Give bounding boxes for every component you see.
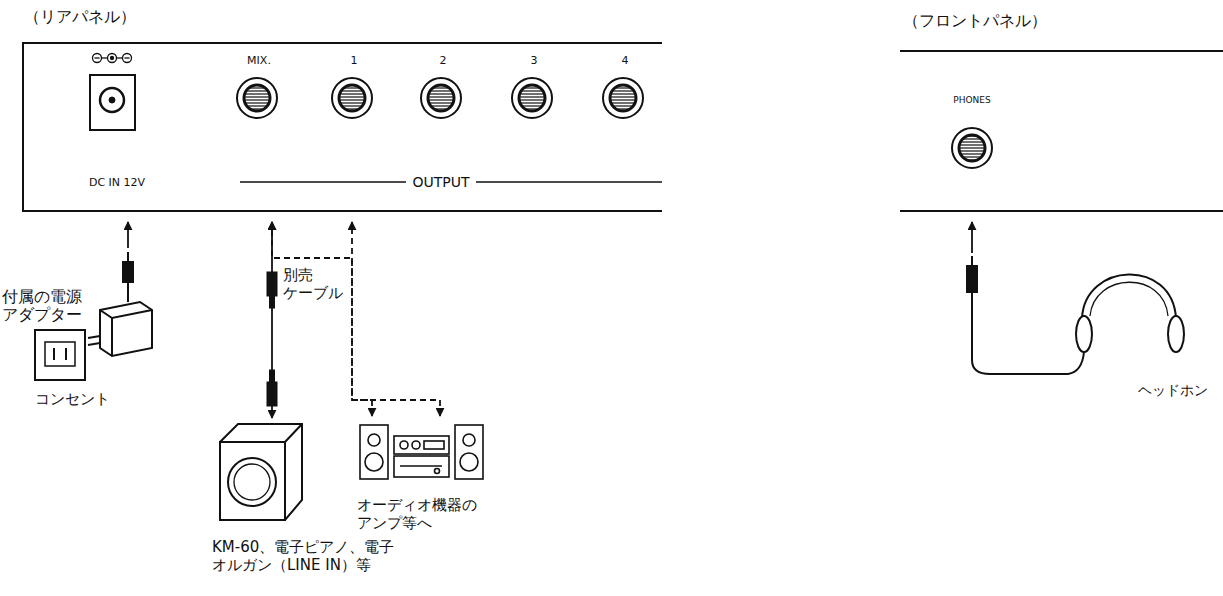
- output-jack-label: 1: [319, 52, 389, 70]
- phones-jack-label: PHONES: [940, 91, 1004, 109]
- cable-connector: [971, 222, 973, 253]
- cable-connector: [272, 222, 372, 416]
- output-jack: 3: [499, 52, 569, 128]
- phones-jack: PHONES: [940, 82, 1004, 176]
- dc-jack: [90, 75, 135, 130]
- output-jack: 1: [319, 52, 389, 128]
- output-jack-label: 2: [408, 52, 478, 70]
- headphones: ヘッドホン: [955, 255, 1217, 405]
- wall-outlet-label: コンセント: [35, 390, 145, 408]
- wall-outlet: コンセント: [30, 326, 145, 416]
- headphones: [967, 256, 1184, 374]
- audio-system-label: オーディオ機器の アンプ等へ: [357, 496, 490, 532]
- headphones-label: ヘッドホン: [1138, 381, 1216, 399]
- front-panel: （フロントパネル）PHONES: [900, 50, 1223, 212]
- output-jack-label: 3: [499, 52, 569, 70]
- output-jack: 4: [590, 52, 660, 128]
- audio-system: [360, 425, 483, 479]
- cable-label: 別売 ケーブル: [283, 266, 355, 302]
- output-jack: 2: [408, 52, 478, 128]
- front-panel-label: （フロントパネル）: [903, 12, 1103, 30]
- speaker-unit-label: KM-60、電子ピアノ、電子 オルガン（LINE IN）等: [212, 538, 434, 574]
- wall-outlet: [35, 330, 85, 380]
- polarity-symbol: [93, 54, 132, 63]
- audio-system: オーディオ機器の アンプ等へ: [355, 418, 490, 536]
- rear-panel: （リアパネル）DC IN 12VMIX.1234: [22, 42, 662, 212]
- output-group-label: OUTPUT: [406, 173, 475, 191]
- dc-input-jack: DC IN 12V: [72, 52, 162, 192]
- rear-panel-label: （リアパネル）: [24, 8, 204, 26]
- cable-connector: [352, 222, 440, 416]
- speaker-cabinet: [220, 424, 302, 520]
- output-jack: MIX.: [224, 52, 294, 128]
- output-jack-label: MIX.: [224, 52, 294, 70]
- dc-input-jack-label: DC IN 12V: [72, 174, 162, 192]
- output-jacks: [237, 78, 992, 168]
- cable-connector: [127, 222, 129, 248]
- power-adapter-label: 付属の電源 アダプター: [2, 288, 88, 324]
- power-adapter: 付属の電源 アダプター: [2, 250, 157, 355]
- power-adapter: [88, 252, 152, 356]
- output-jack-label: 4: [590, 52, 660, 70]
